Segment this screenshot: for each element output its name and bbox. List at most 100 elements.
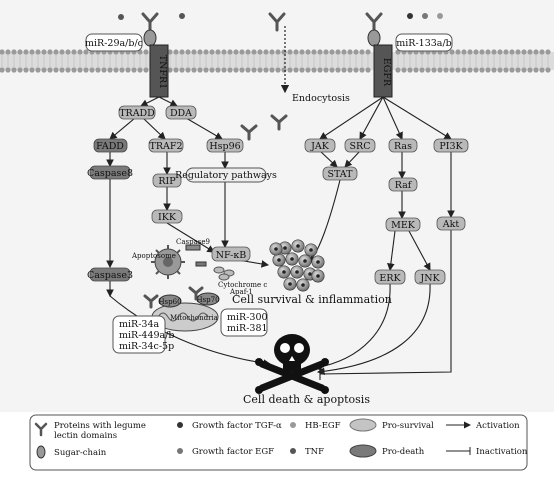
fadd-node: FADD — [93, 138, 128, 153]
lipid-head — [167, 67, 173, 73]
lipid-head — [11, 67, 17, 73]
lipid-head — [329, 49, 335, 55]
lipid-head — [425, 67, 431, 73]
caspase8-node: Caspase8 — [87, 165, 133, 180]
fadd-label: FADD — [96, 141, 124, 152]
lipid-head — [29, 49, 35, 55]
lipid-head — [107, 67, 113, 73]
lipid-head — [77, 67, 83, 73]
tradd-label: TRADD — [119, 108, 155, 119]
lipid-head — [341, 49, 347, 55]
ras-node: Ras — [388, 138, 418, 153]
lipid-head — [29, 67, 35, 73]
lipid-head — [5, 67, 11, 73]
lipid-head — [17, 67, 23, 73]
lipid-head — [0, 49, 5, 55]
lipid-head — [545, 67, 551, 73]
lipid-head — [509, 67, 515, 73]
lipid-head — [473, 49, 479, 55]
lipid-head — [461, 49, 467, 55]
stat-label: STAT — [327, 169, 353, 180]
lipid-head — [299, 49, 305, 55]
lipid-head — [491, 67, 497, 73]
hsp60-label: Hsp60 — [158, 298, 181, 306]
lipid-head — [71, 67, 77, 73]
lipid-head — [0, 67, 5, 73]
lipid-head — [419, 67, 425, 73]
lipid-head — [293, 49, 299, 55]
lipid-head — [185, 49, 191, 55]
mir-tnfr-label: miR-29a/b/c — [85, 38, 143, 49]
lipid-head — [275, 67, 281, 73]
lipid-head — [407, 67, 413, 73]
mir-egfr-callout: miR-133a/b — [395, 33, 453, 52]
lipid-head — [527, 67, 533, 73]
nfkb-label: NF-κB — [216, 250, 247, 261]
lipid-head — [527, 49, 533, 55]
lipid-head — [173, 67, 179, 73]
rip-node: RIP — [152, 173, 182, 188]
lipid-head — [269, 49, 275, 55]
erk-label: ERK — [379, 273, 401, 284]
lipid-head — [539, 49, 545, 55]
hsp96-label: Hsp96 — [209, 141, 240, 152]
lipid-head — [503, 67, 509, 73]
lipid-head — [287, 67, 293, 73]
lipid-head — [215, 67, 221, 73]
lipid-head — [449, 49, 455, 55]
cell-nucleus — [301, 283, 305, 287]
lipid-head — [227, 49, 233, 55]
lipid-head — [431, 67, 437, 73]
legend-tnf: TNF — [305, 447, 324, 457]
lipid-head — [311, 67, 317, 73]
lipid-head — [455, 49, 461, 55]
raf-label: Raf — [395, 180, 413, 191]
tradd-node: TRADD — [118, 105, 156, 120]
hsp70-shape: Hsp70 — [196, 292, 220, 306]
tnfr1-receptor — [143, 29, 169, 98]
lipid-head — [47, 67, 53, 73]
lipid-head — [473, 67, 479, 73]
tnf-legend-dot — [290, 448, 296, 454]
cell-membrane — [0, 49, 554, 73]
mek-label: MEK — [391, 220, 416, 231]
lipid-head — [251, 67, 257, 73]
lipid-head — [41, 49, 47, 55]
lipid-head — [167, 49, 173, 55]
lipid-head — [5, 49, 11, 55]
lipid-head — [401, 67, 407, 73]
src-node: SRC — [344, 138, 376, 153]
lipid-head — [341, 67, 347, 73]
src-label: SRC — [350, 141, 371, 152]
lipid-head — [179, 67, 185, 73]
lipid-head — [335, 67, 341, 73]
ligand-dots — [118, 13, 443, 20]
legend-activation: Activation — [475, 421, 520, 431]
skull-icon — [255, 334, 329, 394]
internalized-lectin-icon — [240, 114, 288, 141]
lipid-head — [521, 67, 527, 73]
lipid-head — [95, 67, 101, 73]
lipid-head — [281, 67, 287, 73]
apaf-label: Apaf-1 — [229, 288, 253, 296]
legend-lectin-2: lectin domains — [54, 431, 117, 441]
cell-nucleus — [283, 246, 287, 250]
cytochrome-shape — [213, 266, 235, 281]
lipid-head — [35, 67, 41, 73]
lipid-head — [521, 49, 527, 55]
lipid-head — [71, 49, 77, 55]
caspase3-label: Caspase3 — [87, 270, 133, 281]
lipid-head — [461, 67, 467, 73]
death-label: Cell death & apoptosis — [243, 393, 370, 406]
lipid-head — [53, 49, 59, 55]
lipid-head — [509, 49, 515, 55]
lipid-head — [137, 67, 143, 73]
lipid-head — [143, 49, 149, 55]
pathway-arrows — [106, 96, 455, 298]
lipid-head — [233, 49, 239, 55]
lipid-head — [539, 67, 545, 73]
lipid-head — [209, 67, 215, 73]
hbegf-legend-dot — [290, 422, 296, 428]
lipid-head — [35, 49, 41, 55]
lipid-head — [545, 49, 551, 55]
